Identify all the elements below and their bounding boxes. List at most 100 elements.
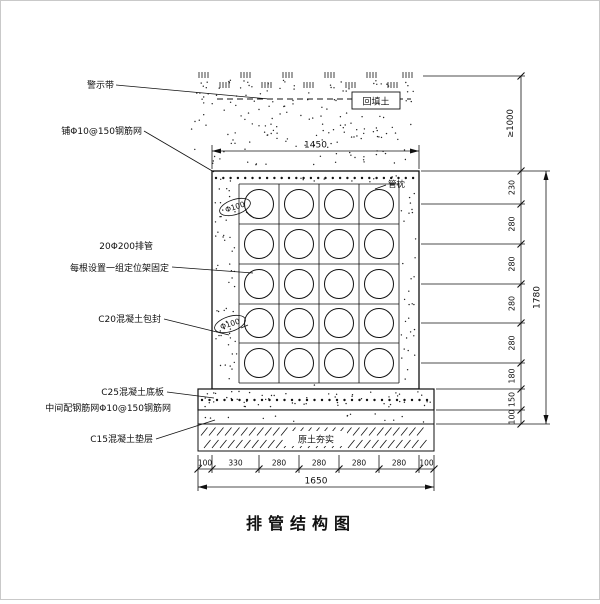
pipe-circle bbox=[284, 269, 314, 299]
concrete-stipple-dot bbox=[229, 263, 231, 265]
concrete-stipple-dot bbox=[223, 327, 226, 330]
pipe-circle bbox=[324, 189, 354, 219]
soil-stipple-dot bbox=[265, 163, 267, 165]
concrete-stipple-dot bbox=[229, 365, 231, 367]
concrete-stipple-dot bbox=[229, 328, 232, 330]
compacted-soil-hatch-stroke bbox=[347, 439, 355, 449]
soil-stipple-dot bbox=[230, 142, 232, 145]
soil-stipple-dot bbox=[212, 160, 214, 162]
dim-bottom-seg: 280 bbox=[392, 459, 407, 468]
concrete-stipple-dot bbox=[224, 364, 226, 366]
soil-stipple-dot bbox=[378, 136, 380, 138]
concrete-stipple-dot bbox=[218, 334, 220, 337]
concrete-stipple-dot bbox=[217, 231, 219, 233]
dim-right-seg: 230 bbox=[508, 180, 517, 195]
concrete-stipple-dot bbox=[370, 391, 372, 393]
compacted-soil-hatch-stroke bbox=[264, 427, 272, 436]
soil-stipple-dot bbox=[350, 154, 352, 156]
concrete-stipple-dot bbox=[403, 401, 406, 403]
soil-stipple-dot bbox=[240, 115, 242, 117]
mesh-dot bbox=[411, 176, 415, 180]
soil-stipple-dot bbox=[407, 85, 409, 87]
pipe-fixing-label: 每根设置一组定位架固定 bbox=[70, 262, 169, 274]
compacted-soil-hatch-stroke bbox=[232, 427, 240, 436]
concrete-stipple-dot bbox=[220, 334, 222, 337]
compacted-soil-hatch-stroke bbox=[371, 439, 379, 449]
soil-stipple-dot bbox=[406, 91, 409, 93]
mesh-dot bbox=[346, 176, 349, 180]
soil-stipple-dot bbox=[194, 148, 196, 151]
compacted-soil-hatch-stroke bbox=[251, 439, 259, 449]
concrete-stipple-dot bbox=[414, 354, 416, 356]
soil-stipple-dot bbox=[205, 124, 207, 126]
soil-stipple-dot bbox=[405, 100, 407, 102]
soil-stipple-dot bbox=[380, 83, 382, 85]
pipe-circle bbox=[324, 348, 354, 378]
compacted-soil-label: 原土夯实 bbox=[298, 434, 334, 446]
concrete-stipple-dot bbox=[228, 378, 230, 380]
concrete-stipple-dot bbox=[384, 419, 386, 422]
concrete-stipple-dot bbox=[234, 340, 236, 343]
concrete-stipple-dot bbox=[243, 405, 245, 408]
soil-stipple-dot bbox=[270, 132, 272, 135]
concrete-stipple-dot bbox=[229, 236, 231, 239]
concrete-stipple-dot bbox=[215, 235, 217, 237]
soil-stipple-dot bbox=[321, 139, 323, 141]
mesh-dot bbox=[275, 398, 279, 402]
concrete-stipple-dot bbox=[231, 391, 233, 393]
concrete-stipple-dot bbox=[243, 401, 245, 404]
soil-stipple-dot bbox=[264, 125, 267, 127]
soil-stipple-dot bbox=[315, 134, 318, 137]
concrete-stipple-dot bbox=[408, 196, 411, 199]
dim-right-depth-min: ≥1000 bbox=[506, 109, 516, 138]
top-mesh-label: 铺Φ10@150钢筋网 bbox=[61, 125, 142, 137]
soil-stipple-dot bbox=[279, 113, 281, 115]
concrete-stipple-dot bbox=[206, 393, 209, 395]
soil-stipple-dot bbox=[276, 126, 278, 128]
concrete-stipple-dot bbox=[233, 285, 236, 288]
soil-stipple-dot bbox=[248, 84, 250, 87]
soil-stipple-dot bbox=[356, 129, 358, 131]
concrete-stipple-dot bbox=[273, 394, 275, 397]
mesh-dot bbox=[290, 398, 294, 402]
concrete-stipple-dot bbox=[238, 390, 240, 393]
concrete-stipple-dot bbox=[403, 220, 405, 222]
encasement-leader bbox=[163, 318, 230, 336]
concrete-stipple-dot bbox=[403, 298, 406, 301]
soil-stipple-dot bbox=[375, 153, 378, 156]
base-slab-leader bbox=[166, 391, 215, 399]
concrete-stipple-dot bbox=[219, 216, 221, 218]
concrete-stipple-dot bbox=[223, 234, 225, 237]
soil-stipple-dot bbox=[387, 85, 390, 87]
concrete-stipple-dot bbox=[214, 202, 216, 204]
pipe-spec-leader bbox=[171, 266, 254, 274]
concrete-stipple-dot bbox=[209, 417, 212, 419]
concrete-stipple-dot bbox=[227, 416, 230, 419]
compacted-soil-hatch-stroke bbox=[419, 439, 427, 449]
dim-right-seg: 280 bbox=[508, 216, 517, 231]
compacted-soil-hatch-stroke bbox=[240, 427, 248, 436]
compacted-soil-hatch-stroke bbox=[368, 427, 376, 436]
soil-stipple-dot bbox=[394, 132, 397, 134]
soil-stipple-dot bbox=[229, 101, 232, 104]
mesh-dot bbox=[403, 398, 406, 402]
soil-stipple-dot bbox=[372, 131, 375, 133]
mesh-dot bbox=[328, 398, 331, 402]
soil-stipple-dot bbox=[308, 92, 310, 94]
compacted-soil-hatch-stroke bbox=[352, 427, 360, 436]
concrete-stipple-dot bbox=[334, 396, 336, 398]
concrete-stipple-dot bbox=[214, 392, 217, 395]
compacted-soil-hatch-stroke bbox=[248, 427, 256, 436]
soil-stipple-dot bbox=[349, 151, 351, 154]
concrete-stipple-dot bbox=[228, 195, 231, 198]
soil-stipple-dot bbox=[258, 108, 260, 111]
pipe-circle bbox=[324, 269, 354, 299]
pipe-pillow-label: 管枕 bbox=[388, 179, 406, 190]
pipe-circle bbox=[324, 308, 354, 338]
soil-stipple-dot bbox=[353, 136, 355, 138]
soil-stipple-dot bbox=[212, 162, 214, 164]
dim-arrow bbox=[425, 484, 434, 490]
soil-stipple-dot bbox=[412, 90, 414, 93]
soil-stipple-dot bbox=[279, 87, 281, 90]
